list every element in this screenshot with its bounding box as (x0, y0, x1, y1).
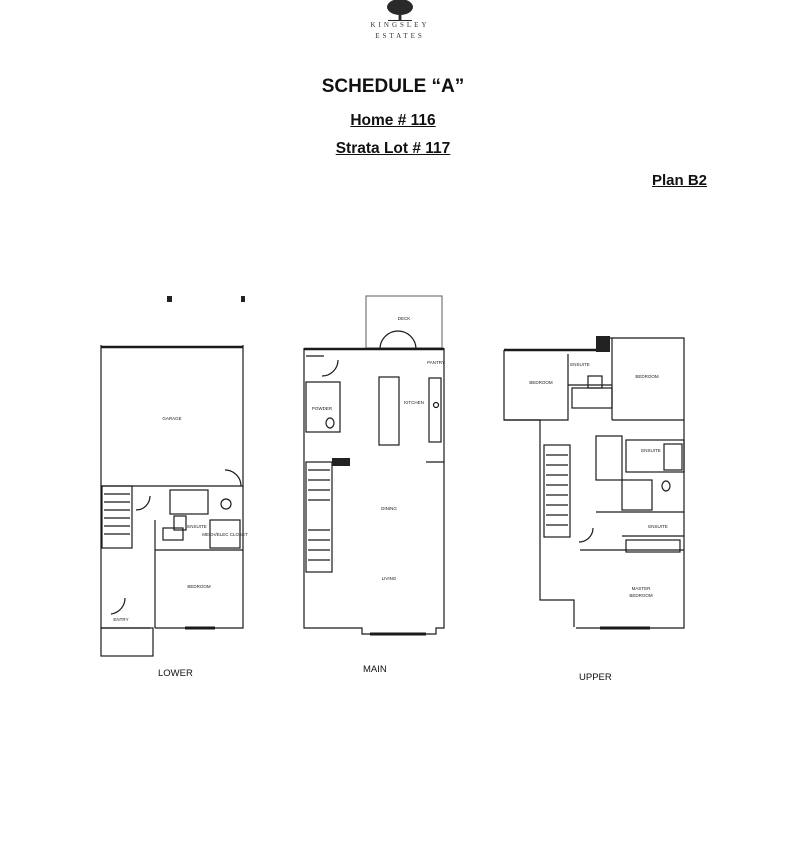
upper-ensuite-2-label: ENSUITE (641, 448, 661, 453)
upper-bedroom-2-label: BEDROOM (635, 374, 659, 379)
lower-floor-label: LOWER (158, 668, 193, 679)
logo-wordmark-line1: KINGSLEY (370, 21, 430, 29)
lower-bedroom-label: BEDROOM (187, 584, 211, 589)
main-pantry-label: PANTRY (427, 360, 445, 365)
upper-floor-label: UPPER (579, 672, 612, 683)
upper-floor-plan (503, 336, 685, 630)
logo-wordmark-line2: ESTATES (375, 32, 425, 40)
home-number: Home # 116 (350, 112, 436, 129)
upper-master-label-line2: BEDROOM (629, 593, 653, 598)
main-powder-label: POWDER (312, 406, 333, 411)
tree-logo-icon (387, 0, 413, 21)
main-living-label: LIVING (382, 576, 397, 581)
lower-garage-label: GARAGE (162, 416, 181, 421)
lower-floor-plan (100, 296, 245, 657)
main-dining-label: DINING (381, 506, 397, 511)
upper-ensuite-3-label: ENSUITE (648, 524, 668, 529)
schedule-title: SCHEDULE “A” (321, 76, 465, 97)
main-floor-label: MAIN (363, 664, 387, 675)
lower-ensuite-label: ENSUITE (187, 524, 207, 529)
upper-bedroom-1-label: BEDROOM (529, 380, 553, 385)
strata-lot-number: Strata Lot # 117 (335, 140, 451, 157)
upper-ensuite-1-label: ENSUITE (570, 362, 590, 367)
main-kitchen-label: KITCHEN (404, 400, 424, 405)
main-floor-plan (303, 295, 445, 636)
upper-master-label-line1: MASTER (632, 586, 652, 591)
lower-entry-label: ENTRY (113, 617, 128, 622)
plan-name: Plan B2 (652, 172, 708, 189)
main-deck-label: DECK (398, 316, 411, 321)
lower-mech-label: MECH/ELEC CLOSET (202, 532, 248, 537)
